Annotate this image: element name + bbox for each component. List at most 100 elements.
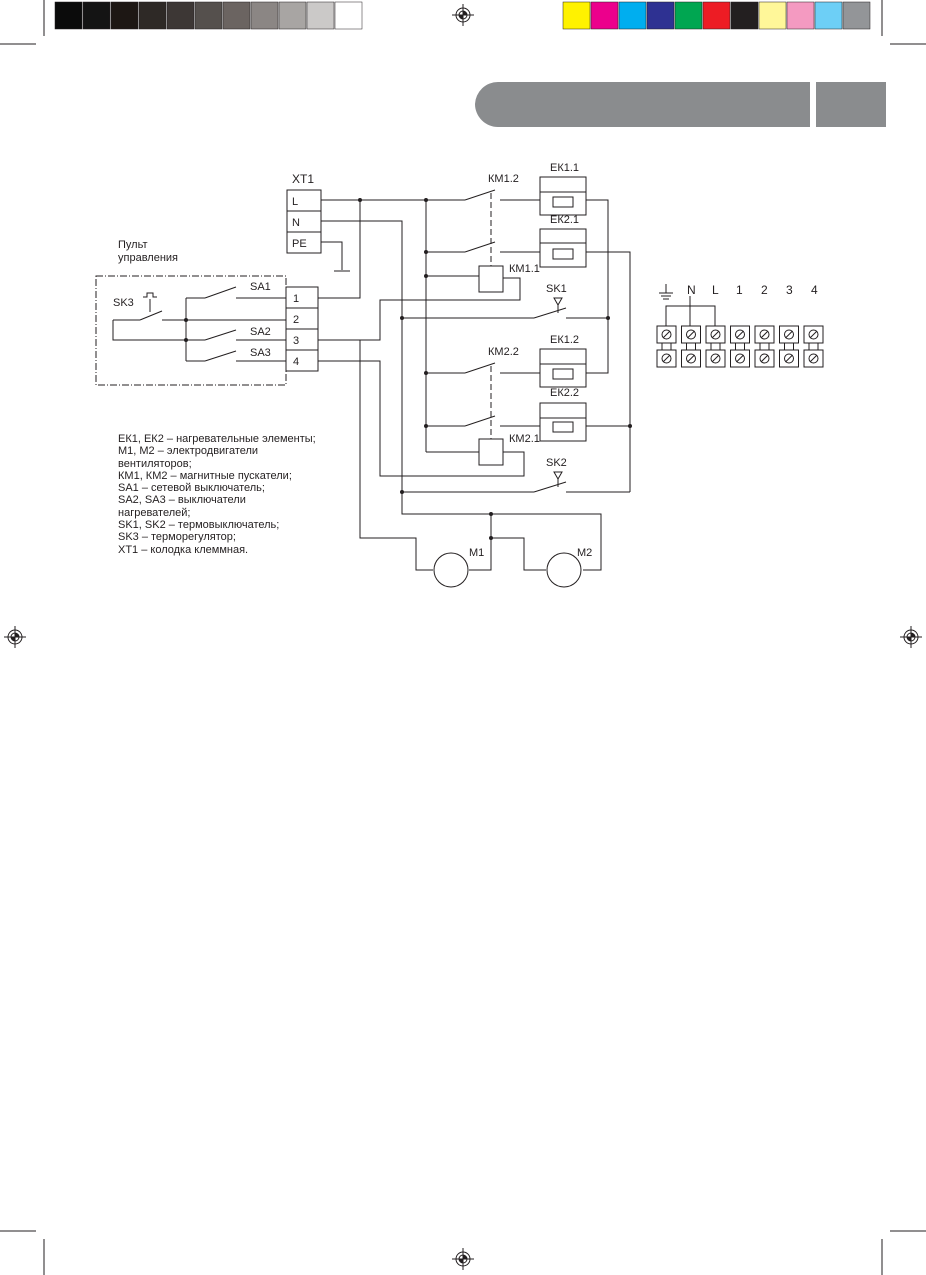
section-title-tab bbox=[475, 81, 810, 127]
section-header-tab bbox=[475, 81, 886, 127]
terminal-4-label: 4 bbox=[811, 283, 818, 297]
screw-icon bbox=[808, 329, 819, 340]
km1-2-label: КМ1.2 bbox=[488, 173, 519, 185]
screw-icon bbox=[735, 329, 745, 340]
screw-icon bbox=[686, 329, 696, 340]
motor-m1 bbox=[433, 552, 469, 588]
screw-icon bbox=[686, 353, 696, 364]
color-swatch bbox=[82, 1, 111, 30]
sa2-label: SA2 bbox=[250, 326, 271, 338]
sk2-contact bbox=[533, 481, 567, 493]
grayscale-calibration-bar bbox=[54, 1, 363, 30]
km2-2-label: КМ2.2 bbox=[488, 346, 519, 358]
screw-icon bbox=[759, 353, 770, 364]
terminal-link bbox=[808, 342, 819, 351]
terminal-n-label: N bbox=[687, 283, 696, 297]
color-swatch bbox=[110, 1, 139, 30]
xt1-n-label: N bbox=[292, 217, 300, 229]
panel-terminal-2-label: 2 bbox=[293, 314, 299, 326]
legend-item: SK1, SK2 – термовыключатель; bbox=[118, 519, 280, 532]
terminal-3-label: 3 bbox=[786, 283, 793, 297]
screw-icon bbox=[710, 329, 721, 340]
terminal-link bbox=[686, 342, 696, 351]
screw-slot bbox=[809, 354, 818, 363]
sk3-label: SK3 bbox=[113, 297, 134, 309]
diagram-legend: ЕК1, ЕК2 – нагревательные элементы; М1, … bbox=[118, 433, 358, 556]
terminal-link bbox=[710, 342, 721, 351]
sk1-label: SK1 bbox=[546, 283, 567, 295]
color-swatch bbox=[730, 1, 759, 30]
screw-slot bbox=[785, 354, 793, 363]
color-calibration-bar bbox=[562, 1, 871, 30]
sk2-thermal-symbol bbox=[553, 471, 563, 481]
ek2-1-heater bbox=[539, 228, 587, 268]
screw-slot bbox=[809, 330, 818, 339]
screw-icon bbox=[735, 353, 745, 364]
legend-item: ХТ1 – колодка клеммная. bbox=[118, 543, 249, 556]
color-swatch bbox=[814, 1, 843, 30]
color-swatch bbox=[138, 1, 167, 30]
legend-item: М1, М2 – электродвигатели bbox=[118, 445, 259, 458]
ek2-1-label: ЕК2.1 bbox=[550, 214, 579, 226]
screw-slot bbox=[687, 330, 695, 339]
screw-icon bbox=[784, 353, 794, 364]
sa2-switch-contact bbox=[204, 329, 237, 341]
km2-contact-2 bbox=[464, 415, 496, 427]
color-swatch bbox=[222, 1, 251, 30]
color-swatch bbox=[786, 1, 815, 30]
legend-item: вентиляторов; bbox=[118, 457, 192, 470]
sk3-thermostat-symbol bbox=[143, 292, 157, 298]
screw-slot bbox=[760, 354, 769, 363]
sa3-switch-contact bbox=[204, 350, 237, 362]
ek2-2-label: ЕК2.2 bbox=[550, 387, 579, 399]
registration-mark-right bbox=[900, 626, 922, 648]
color-swatch bbox=[194, 1, 223, 30]
panel-terminal-1 bbox=[285, 286, 319, 309]
legend-item: SA2, SA3 – выключатели bbox=[118, 494, 246, 507]
screw-slot bbox=[662, 330, 671, 339]
ek1-2-label: ЕК1.2 bbox=[550, 334, 579, 346]
terminal-1-label: 1 bbox=[736, 283, 743, 297]
terminal-l-label: L bbox=[712, 283, 719, 297]
panel-terminal-4-label: 4 bbox=[293, 356, 299, 368]
ek1-2-heater bbox=[539, 348, 587, 388]
ek1-1-heater bbox=[539, 176, 587, 216]
color-swatch bbox=[334, 1, 363, 30]
panel-terminal-1-label: 1 bbox=[293, 293, 299, 305]
km2-2-contact bbox=[464, 362, 496, 374]
color-swatch bbox=[562, 1, 591, 30]
screw-slot bbox=[662, 354, 671, 363]
sa1-switch-contact bbox=[204, 286, 237, 299]
screw-icon bbox=[661, 353, 672, 364]
km2-1-label: КМ2.1 bbox=[509, 433, 540, 445]
screw-slot bbox=[711, 330, 720, 339]
panel-terminal-2 bbox=[285, 307, 319, 330]
sa1-label: SA1 bbox=[250, 281, 271, 293]
color-swatch bbox=[590, 1, 619, 30]
page-number-tab bbox=[816, 82, 886, 127]
motor-m2 bbox=[546, 552, 582, 588]
wiring-diagram: XT1 L N PE Пульт управления 1 2 3 4 SK3 … bbox=[95, 162, 632, 588]
terminal-link bbox=[759, 342, 770, 351]
color-swatch bbox=[646, 1, 675, 30]
screw-slot bbox=[785, 330, 793, 339]
legend-item: ЕК1, ЕК2 – нагревательные элементы; bbox=[118, 433, 316, 445]
sk1-thermal-symbol bbox=[553, 297, 563, 307]
screw-slot bbox=[711, 354, 720, 363]
screw-icon bbox=[784, 329, 794, 340]
km2-1-coil bbox=[478, 438, 504, 466]
screw-slot bbox=[736, 354, 744, 363]
xt1-pe-label: PE bbox=[292, 238, 307, 250]
screw-icon bbox=[661, 329, 672, 340]
terminal-2-label: 2 bbox=[761, 283, 768, 297]
terminal-cells bbox=[656, 325, 824, 368]
registration-mark-left bbox=[4, 626, 26, 648]
terminal-link bbox=[784, 342, 794, 351]
color-swatch bbox=[674, 1, 703, 30]
terminal-block-diagram: N L 1 2 3 4 bbox=[656, 283, 824, 368]
panel-terminal-4 bbox=[285, 349, 319, 372]
km1-contact-2 bbox=[464, 241, 496, 253]
